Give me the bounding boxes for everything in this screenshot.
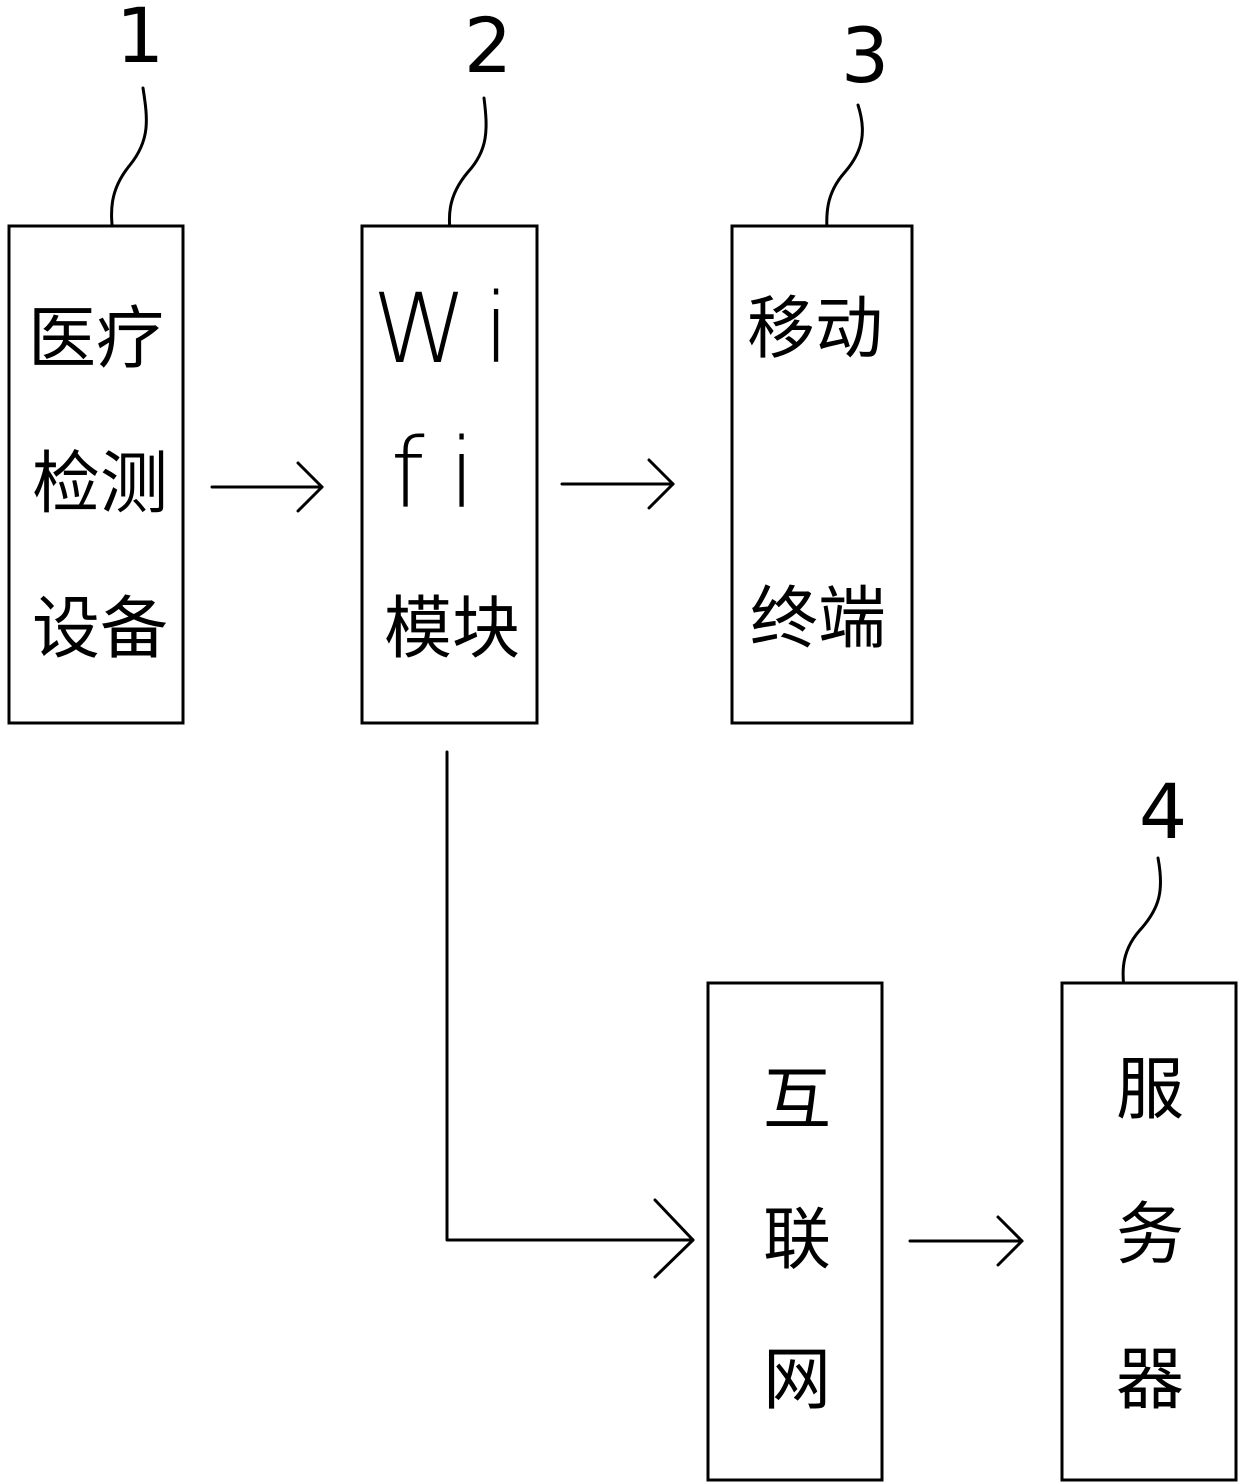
medical-device-label-line-2: 检测 [32, 445, 168, 524]
internet-block: 互 联 网 [708, 983, 882, 1480]
wifi-module-label-line-3: 模块 [384, 590, 520, 669]
ref-number-3: 3 [841, 11, 889, 100]
medical-device-label-line-1: 医疗 [28, 300, 164, 379]
ref-number-4: 4 [1139, 767, 1187, 856]
internet-label-line-2: 联 [763, 1201, 831, 1280]
internet-label-line-1: 互 [763, 1061, 831, 1140]
arrow-medical-to-wifi [212, 463, 322, 511]
arrow-wifi-to-mobile [562, 460, 673, 508]
ref-number-1: 1 [116, 0, 164, 80]
internet-label-line-3: 网 [763, 1341, 831, 1420]
mobile-terminal-block: 移动 终端 [732, 226, 912, 723]
server-label-line-1: 服 [1116, 1051, 1184, 1130]
wifi-module-block: Wi fi 模块 [362, 226, 537, 723]
server-label-line-2: 务 [1116, 1196, 1184, 1275]
medical-device-label-line-3: 设备 [32, 590, 168, 669]
leader-line-1 [112, 88, 147, 245]
arrow-wifi-to-internet [447, 752, 693, 1277]
arrow-internet-to-server [910, 1217, 1022, 1265]
server-block: 服 务 器 [1062, 983, 1236, 1480]
server-label-line-3: 器 [1116, 1341, 1184, 1420]
mobile-terminal-label-line-1: 移动 [747, 290, 883, 369]
wifi-module-label-line-1: Wi [372, 273, 527, 385]
wifi-module-label-line-2: fi [391, 418, 499, 530]
medical-device-block: 医疗 检测 设备 [9, 226, 183, 723]
mobile-terminal-label-line-2: 终端 [750, 580, 886, 659]
ref-number-2: 2 [464, 1, 512, 90]
